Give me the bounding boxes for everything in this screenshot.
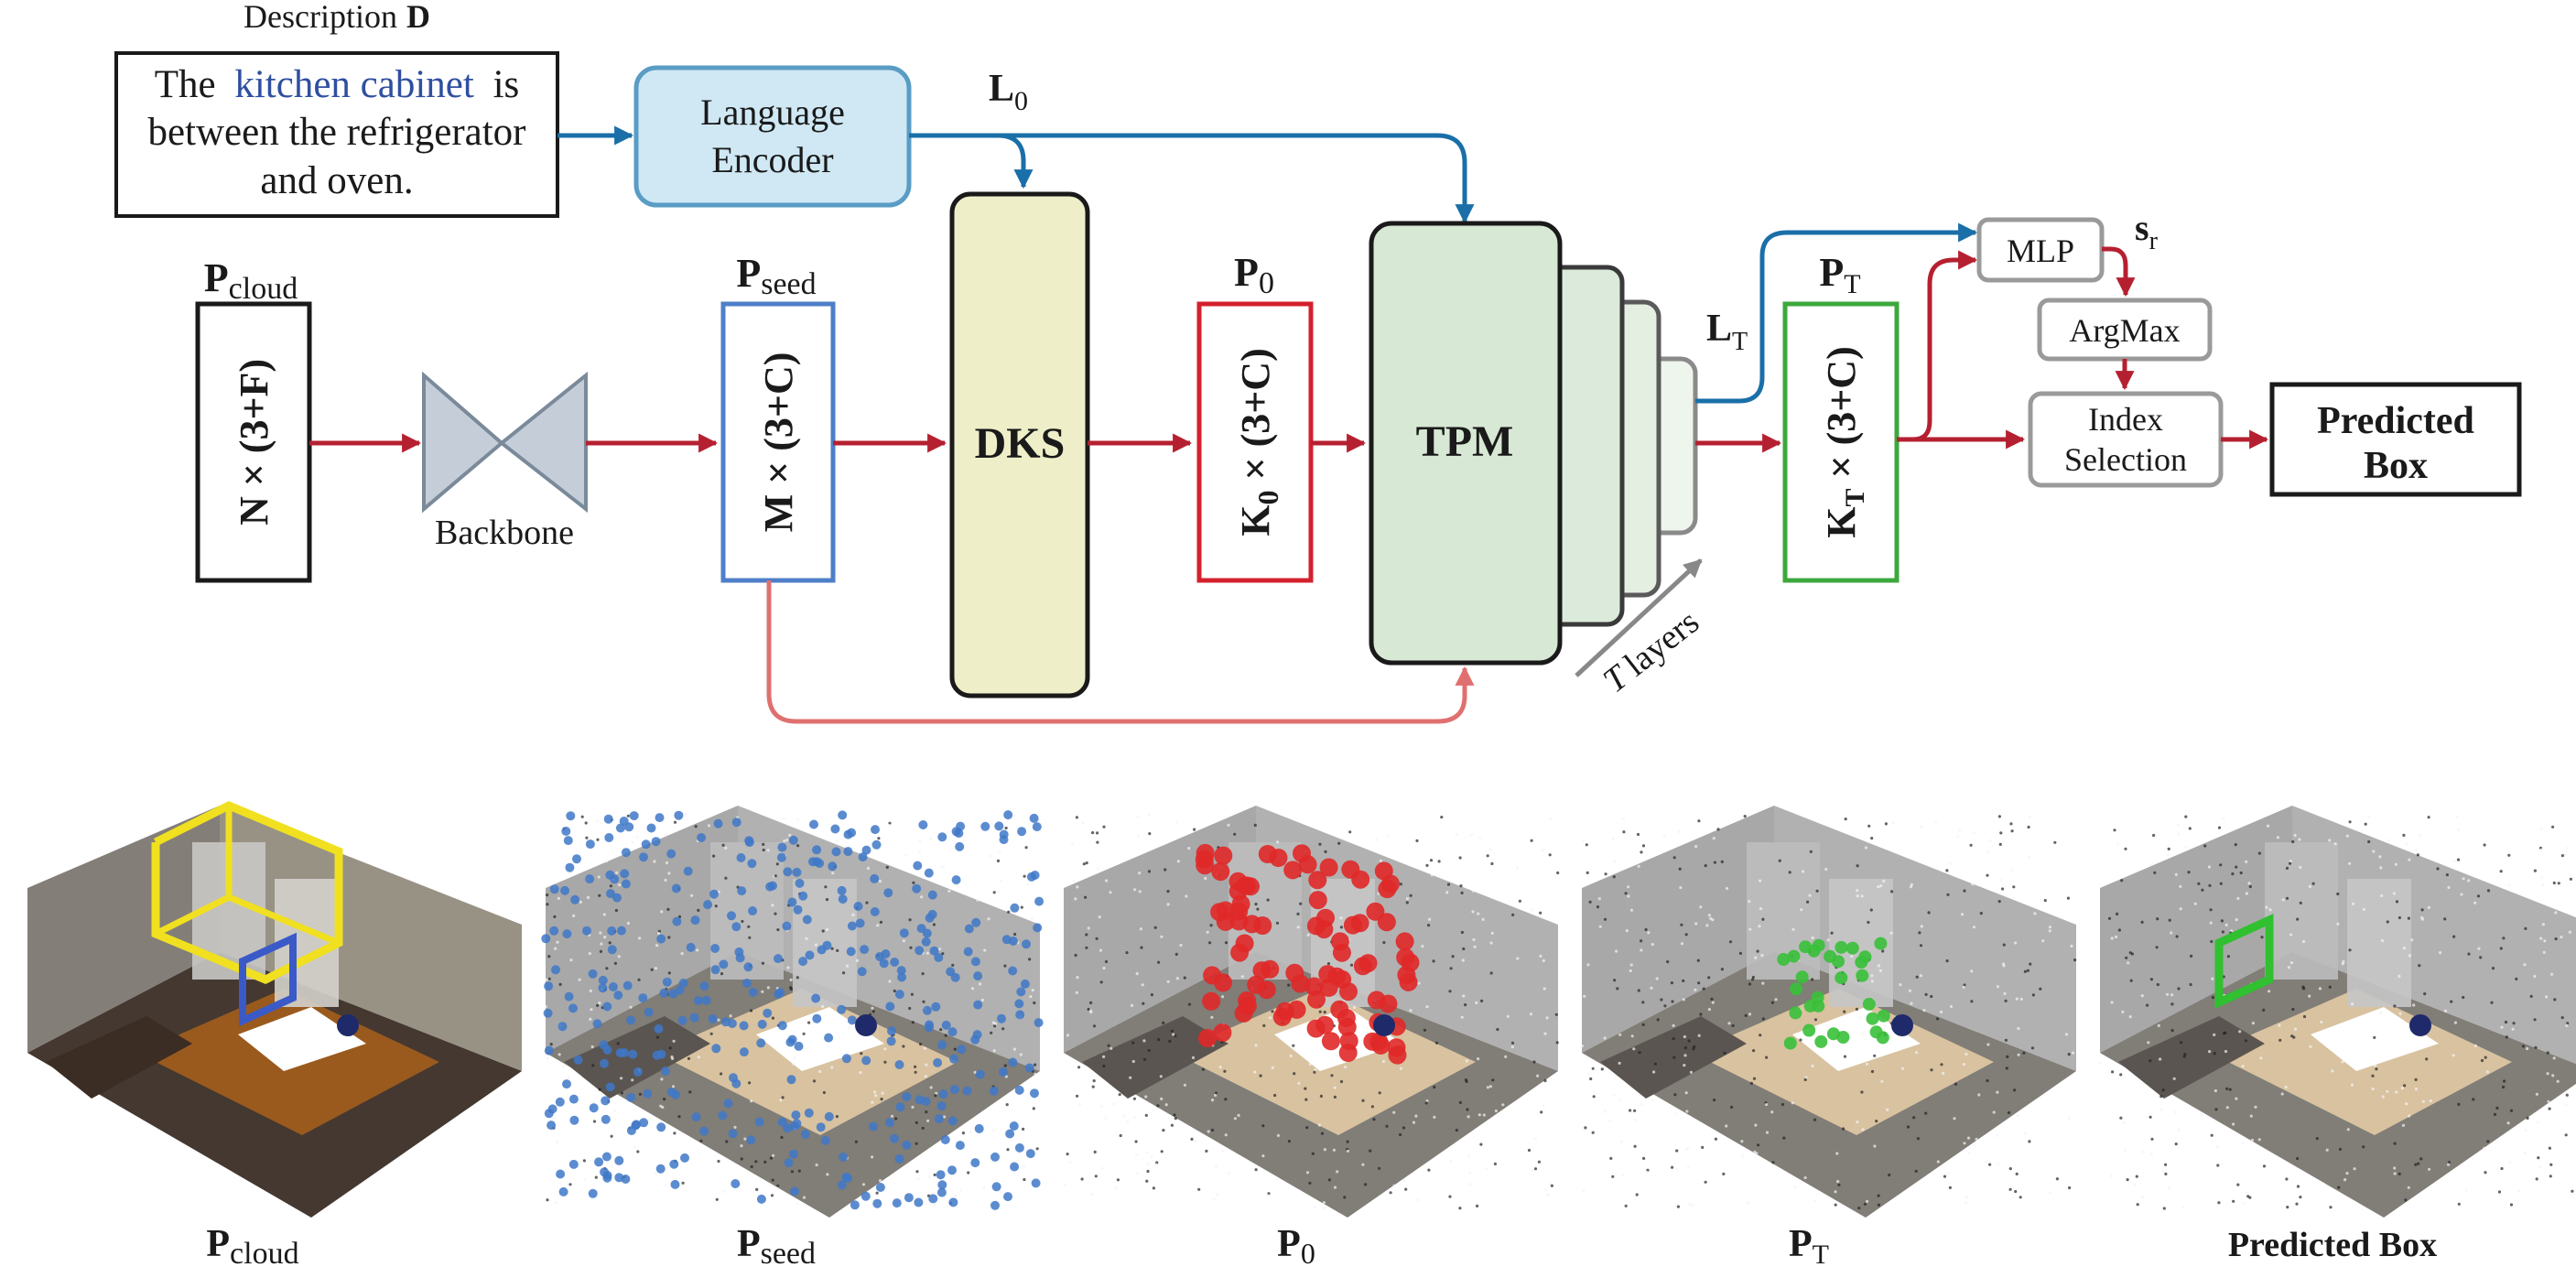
arrow-pt-to-mlp [1897, 250, 1978, 442]
pt-symbol: P [1819, 250, 1844, 295]
backbone-shape-right [498, 371, 588, 514]
lt-symbol: L [1706, 308, 1732, 350]
caption-p-cloud: Pcloud [206, 1223, 298, 1267]
index-selection-label-1: Index [2088, 401, 2163, 438]
arrow-lt-to-mlp [1695, 222, 1978, 404]
p0-shape: K0 × (3+C) [1233, 348, 1284, 536]
p-cloud-shape: N × (3+F) [232, 359, 276, 525]
predicted-box-label-2: Box [2364, 445, 2428, 487]
description-symbol: D [406, 0, 430, 35]
description-highlight: kitchen cabinet [234, 63, 474, 106]
tpm-box [1369, 221, 1563, 666]
p-seed-box [720, 301, 836, 583]
pt-sub: T [1844, 269, 1860, 299]
caption-pt-symbol: P [1789, 1223, 1813, 1265]
scene-predicted-box [2098, 806, 2576, 1218]
scene-illustrations [27, 801, 2576, 1218]
language-encoder-label-1: Language [700, 92, 845, 133]
p0-sub: 0 [1259, 266, 1274, 300]
sr-sub: r [2149, 227, 2159, 255]
caption-p-seed-sub: seed [761, 1237, 816, 1267]
sr-symbol: s [2135, 207, 2149, 248]
caption-p-seed: Pseed [737, 1223, 816, 1267]
p0-shape-sub: 0 [1251, 491, 1284, 505]
description-line-1: The kitchen cabinet is [155, 63, 520, 106]
p0-symbol: P [1234, 250, 1259, 295]
description-line1-prefix: The [155, 63, 216, 106]
predicted-box-label-1: Predicted [2317, 400, 2474, 442]
t-layers-text: layers [1618, 602, 1706, 684]
p0-shape-rest: × (3+C) [1233, 348, 1278, 490]
pt-label: PT [1819, 250, 1860, 299]
description-line-2: between the refrigerator [147, 111, 525, 154]
pt-shape-base: K [1819, 507, 1864, 538]
pt-box [1782, 301, 1900, 583]
caption-p0-sub: 0 [1301, 1237, 1315, 1267]
index-selection-label-2: Selection [2064, 441, 2187, 478]
p0-shape-base: K [1233, 505, 1278, 536]
p-cloud-label: Pcloud [204, 255, 298, 306]
p0-label: P0 [1234, 250, 1274, 300]
arrow-mlp-to-argmax [2102, 246, 2136, 298]
lt-label: LT [1706, 308, 1748, 356]
caption-pt: PT [1789, 1223, 1829, 1267]
p-seed-label: Pseed [736, 251, 816, 301]
scene-p-cloud [27, 801, 522, 1218]
caption-p-cloud-sub: cloud [230, 1237, 299, 1267]
l0-symbol: L [989, 68, 1014, 110]
description-box [114, 51, 559, 218]
l0-sub: 0 [1014, 86, 1028, 116]
caption-p0-symbol: P [1277, 1223, 1301, 1265]
argmax-label: ArgMax [2069, 312, 2180, 349]
description-line1-suffix: is [493, 63, 520, 106]
caption-pt-sub: T [1813, 1240, 1829, 1267]
description-header: Description D [244, 0, 430, 35]
pt-shape-sub: T [1840, 488, 1870, 506]
arrow-seed-skip-to-tpm [766, 580, 1475, 724]
p0-box [1196, 301, 1314, 583]
t-layers-arrow [1575, 558, 1703, 677]
caption-p-seed-symbol: P [737, 1223, 761, 1265]
arrow-l0-to-tpm [998, 133, 1475, 224]
pt-shape-rest: × (3+C) [1819, 346, 1864, 488]
p-seed-symbol: P [736, 251, 761, 296]
p-cloud-symbol: P [204, 255, 229, 300]
mlp-label: MLP [2007, 233, 2074, 269]
lt-sub: T [1732, 328, 1748, 356]
dks-label: DKS [975, 419, 1066, 468]
pt-shape: KT × (3+C) [1819, 346, 1870, 537]
sr-label: sr [2135, 207, 2159, 255]
scene-p-seed [541, 806, 1044, 1218]
backbone-label: Backbone [435, 514, 574, 552]
description-header-prefix: Description [244, 0, 397, 35]
caption-p-cloud-symbol: P [206, 1223, 230, 1265]
p-seed-shape: M × (3+C) [756, 352, 801, 533]
caption-predicted-box: Predicted Box [2228, 1226, 2437, 1264]
scene-pt [1580, 806, 2077, 1218]
description-line-3: and oven. [260, 159, 413, 202]
scene-p0 [1063, 806, 1560, 1218]
p-cloud-sub: cloud [229, 272, 298, 306]
caption-p0: P0 [1277, 1223, 1315, 1267]
p-seed-sub: seed [761, 267, 816, 301]
l0-label: L0 [989, 68, 1028, 116]
language-encoder-label-2: Encoder [711, 139, 833, 180]
predicted-box-output [2269, 382, 2522, 497]
language-encoder-box [633, 65, 912, 208]
arrow-l0-to-dks [909, 133, 1034, 190]
tpm-label: TPM [1416, 417, 1514, 466]
backbone-shape [422, 371, 505, 514]
